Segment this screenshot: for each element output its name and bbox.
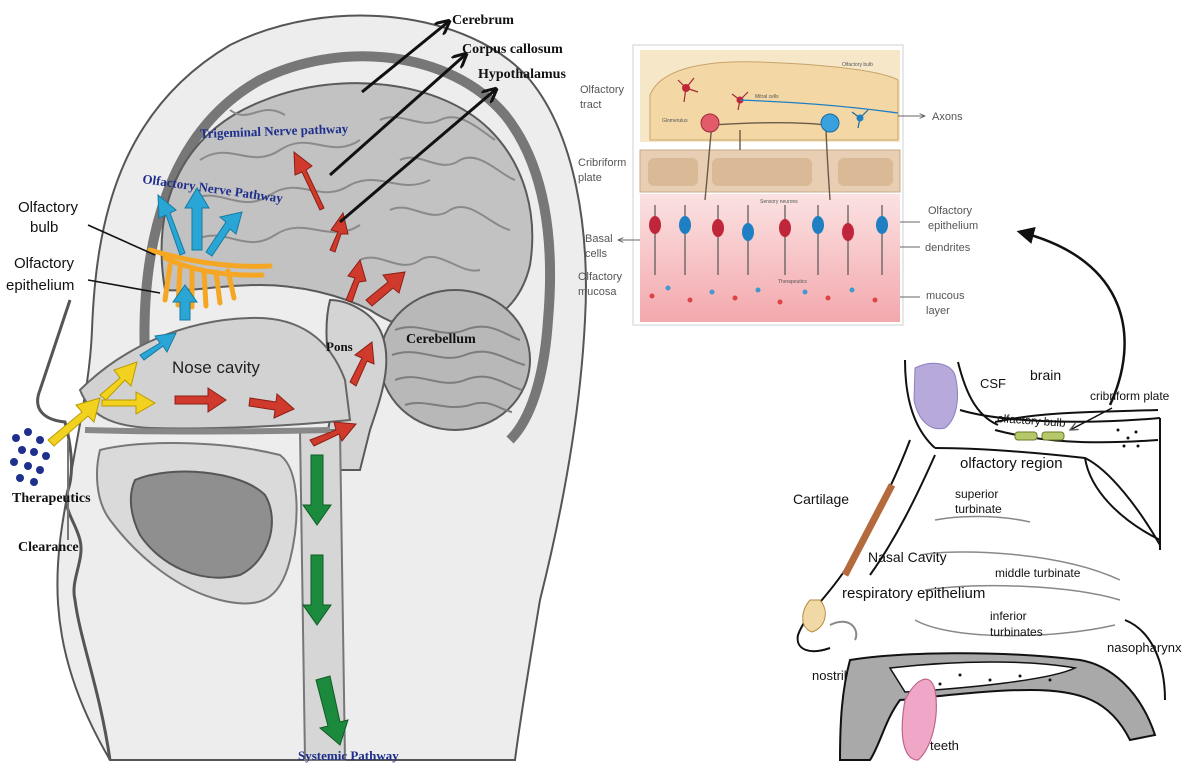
label-hypothalamus: Hypothalamus (478, 67, 566, 82)
sketch-frontal-outline-inner (958, 362, 998, 425)
inset-label-sensory-small: Sensory neurons (760, 199, 798, 205)
label-cribriform-plate-inset: Cribriform plate (578, 157, 629, 184)
label-nose-cavity: Nose cavity (172, 358, 260, 377)
inset-mucosa (640, 194, 900, 322)
label-systemic-pathway: Systemic Pathway (298, 748, 399, 763)
label-mucous-layer: mucous layer (926, 290, 968, 317)
label-olfactory-tract: Olfactory tract (580, 84, 627, 111)
sketch-csf-blob (914, 363, 958, 429)
sketch-nasopharynx-wall (1125, 620, 1165, 700)
label-nasal-cavity: Nasal Cavity (868, 549, 947, 565)
label-respiratory-epithelium: respiratory epithelium (842, 585, 985, 602)
inset-cribriform-texture (648, 158, 893, 186)
label-middle-turbinate: middle turbinate (995, 566, 1081, 580)
label-nasopharynx: nasopharynx (1107, 640, 1182, 655)
label-brain: brain (1030, 367, 1061, 383)
label-axons: Axons (932, 111, 963, 123)
label-csf: CSF (980, 376, 1006, 391)
inset-label-glomerulus-small: Glomerulus (662, 118, 688, 124)
sketch-bulb-pad (1015, 432, 1037, 440)
olfactory-mucosa-inset: Olfactory bulb Mitral cells Glomerulus S… (618, 45, 925, 325)
label-pons: Pons (326, 339, 353, 354)
label-therapeutics: Therapeutics (12, 491, 91, 506)
label-superior-turbinate: superior turbinate (955, 487, 1002, 516)
sketch-cartilage-tip (803, 600, 826, 632)
label-cerebrum: Cerebrum (452, 13, 514, 28)
therapeutic-particles (10, 428, 50, 486)
sketch-nostril (830, 622, 856, 640)
inset-label-therapeutics-small: Therapeutics (778, 279, 807, 285)
label-cartilage: Cartilage (793, 491, 849, 507)
label-cerebellum: Cerebellum (406, 332, 476, 347)
sketch-bulb-pad (1042, 432, 1064, 440)
label-nostril: nostril (812, 668, 847, 683)
label-olfactory-epithelium: Olfactory epithelium (6, 255, 78, 294)
label-inferior-turbinates: inferior turbinates (990, 609, 1043, 639)
inset-bulb-contour (650, 62, 898, 140)
label-corpus-callosum: Corpus callosum (462, 42, 563, 57)
label-basal-cells: Basal cells (585, 233, 616, 260)
nasal-cavity-sketch (798, 360, 1165, 760)
label-olfactory-bulb: Olfactory bulb (18, 199, 82, 236)
sketch-superior-turbinate (935, 516, 1030, 522)
label-teeth: teeth (930, 738, 959, 753)
label-clearance: Clearance (18, 540, 79, 555)
palate (85, 430, 330, 432)
inset-label-olfactory-bulb-small: Olfactory bulb (842, 62, 873, 68)
inset-label-mitral-small: Mitral cells (755, 94, 779, 100)
label-olfactory-epithelium-inset: Olfactory epithelium (928, 205, 978, 232)
cerebellum-shape (380, 290, 530, 430)
label-cribriform-plate: cribriform plate (1090, 389, 1170, 403)
label-olfactory-region: olfactory region (960, 455, 1063, 472)
label-olfactory-bulb-sketch: olfactory bulb (997, 413, 1066, 430)
label-dendrites: dendrites (925, 242, 971, 254)
